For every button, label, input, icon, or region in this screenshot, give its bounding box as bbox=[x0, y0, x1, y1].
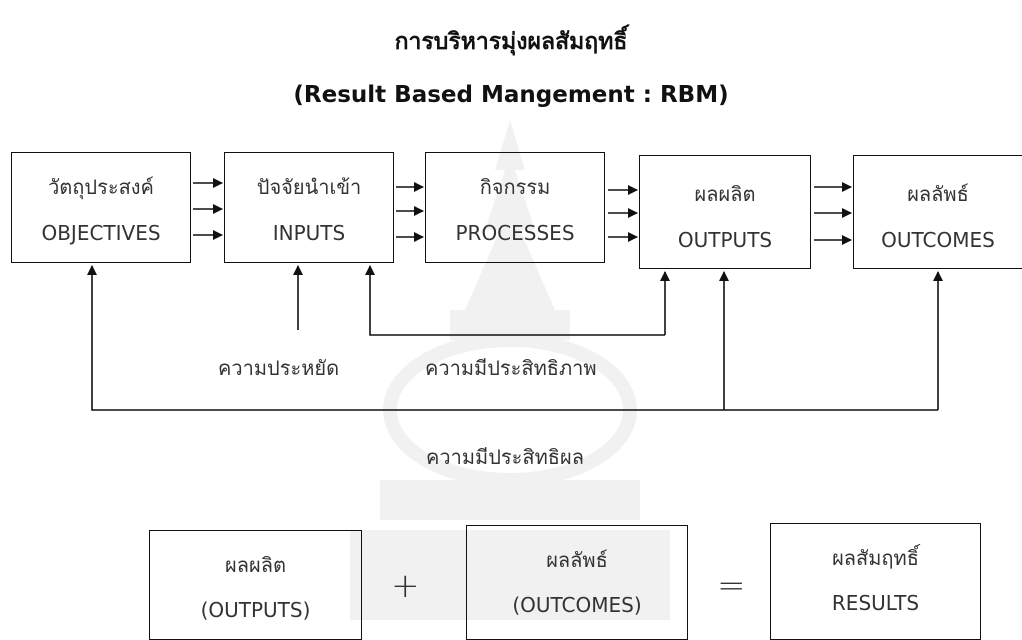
title-thai: การบริหารมุ่งผลสัมฤทธิ์ bbox=[394, 29, 628, 55]
outcomes-box: ผลลัพธ์ OUTCOMES bbox=[853, 155, 1022, 269]
effectiveness-label: ความมีประสิทธิผล bbox=[426, 445, 584, 469]
processes-english: PROCESSES bbox=[455, 221, 575, 245]
title-english: (Result Based Mangement : RBM) bbox=[293, 82, 729, 108]
efficiency-label: ความมีประสิทธิภาพ bbox=[425, 356, 597, 380]
equation-outcomes-thai: ผลลัพธ์ bbox=[546, 548, 608, 572]
inputs-thai: ปัจจัยนำเข้า bbox=[256, 175, 362, 199]
outputs-thai: ผลผลิต bbox=[694, 182, 756, 206]
outputs-english: OUTPUTS bbox=[677, 228, 773, 252]
outcomes-thai: ผลลัพธ์ bbox=[907, 182, 969, 206]
plus-sign: + bbox=[391, 566, 420, 606]
objectives-english: OBJECTIVES bbox=[41, 221, 161, 245]
equation-outputs-thai: ผลผลิต bbox=[225, 553, 286, 577]
equation-outcomes-english: (OUTCOMES) bbox=[512, 593, 642, 617]
inputs-box: ปัจจัยนำเข้า INPUTS bbox=[224, 152, 394, 263]
equation-outputs-box: ผลผลิต (OUTPUTS) bbox=[149, 530, 362, 640]
objectives-thai: วัตถุประสงค์ bbox=[48, 175, 154, 199]
equation-outcomes-box: ผลลัพธ์ (OUTCOMES) bbox=[466, 525, 688, 640]
outcomes-english: OUTCOMES bbox=[881, 228, 995, 252]
outputs-box: ผลผลิต OUTPUTS bbox=[639, 155, 811, 269]
inputs-english: INPUTS bbox=[272, 221, 346, 245]
equation-results-thai: ผลสัมฤทธิ์ bbox=[832, 546, 919, 570]
economy-label: ความประหยัด bbox=[218, 356, 340, 380]
processes-box: กิจกรรม PROCESSES bbox=[425, 152, 605, 263]
processes-thai: กิจกรรม bbox=[479, 175, 551, 199]
equals-sign: = bbox=[717, 566, 746, 606]
objectives-box: วัตถุประสงค์ OBJECTIVES bbox=[11, 152, 191, 263]
equation-outputs-english: (OUTPUTS) bbox=[200, 598, 311, 622]
equation-results-english: RESULTS bbox=[831, 591, 920, 615]
equation-results-box: ผลสัมฤทธิ์ RESULTS bbox=[770, 523, 981, 640]
